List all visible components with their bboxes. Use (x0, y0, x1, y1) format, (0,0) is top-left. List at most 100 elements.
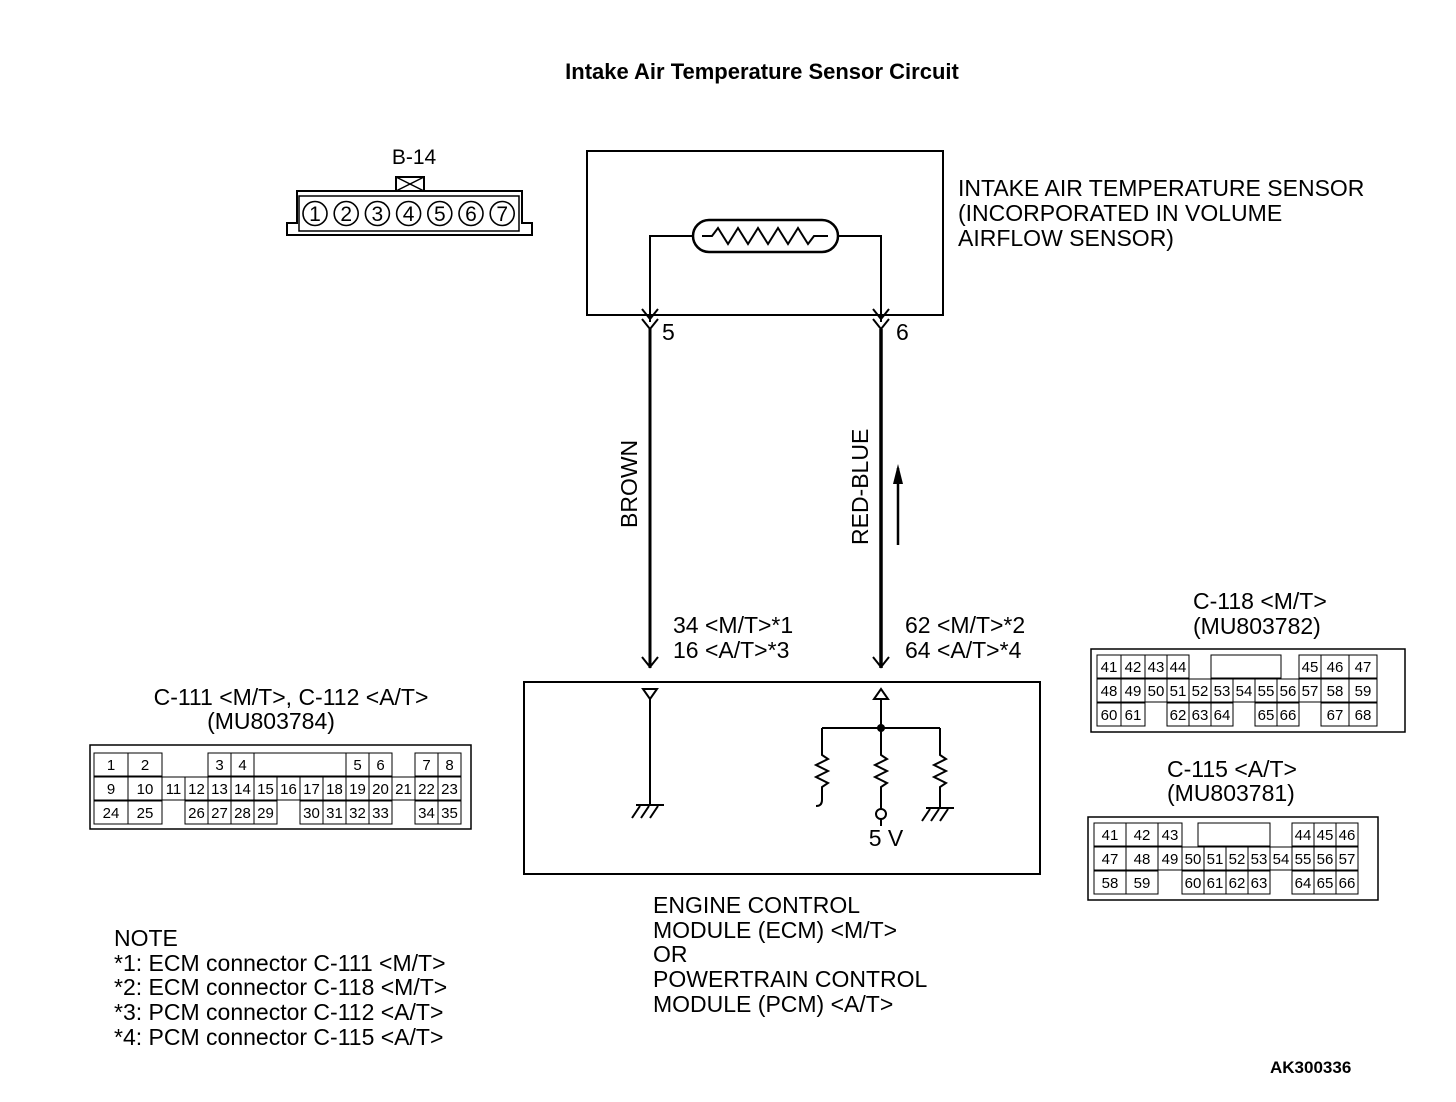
pin-number: 51 (1170, 683, 1187, 700)
pin-number: 6 (376, 757, 384, 774)
pin-number: 14 (234, 781, 251, 798)
pin-number: 34 (418, 805, 435, 822)
pin-cell (1210, 702, 1234, 727)
pin5-arrow-icon (641, 308, 659, 321)
ecm-pin-brown-at: 16 <A/T>*3 (673, 637, 789, 663)
note-line: *2: ECM connector C-118 <M/T> (114, 974, 447, 1000)
pin-number: 28 (234, 805, 251, 822)
resistor-icon (872, 728, 890, 810)
ecm-input-right-icon (872, 687, 890, 700)
pin-number: 44 (1170, 659, 1187, 676)
b14-pin-circle (458, 200, 484, 227)
pin-number: 56 (1317, 851, 1334, 868)
pin-number: 57 (1339, 851, 1356, 868)
pin-cell (127, 752, 163, 777)
pin-number: 4 (238, 757, 246, 774)
pin-number: 46 (1339, 827, 1356, 844)
ecm-label-line: OR (653, 941, 688, 967)
pin-number: 65 (1317, 875, 1334, 892)
brown-wire-label: BROWN (616, 440, 642, 528)
pin-number: 65 (1258, 707, 1275, 724)
ecm-label: ENGINE CONTROL MODULE (ECM) <M/T> OR POW… (653, 892, 928, 1017)
pin-number: 43 (1162, 827, 1179, 844)
pin-cell (368, 800, 393, 825)
sensor-wire-left (649, 235, 693, 322)
pin-number: 2 (141, 757, 149, 774)
pin-number: 58 (1327, 683, 1344, 700)
pin-number: 35 (441, 805, 458, 822)
b14-pin-label: 7 (496, 203, 508, 226)
pin-number: 31 (326, 805, 343, 822)
pin-number: 32 (349, 805, 366, 822)
b14-pin-circle (333, 200, 360, 227)
pin-number: 63 (1192, 707, 1209, 724)
connector-housing (1087, 816, 1379, 901)
signal-direction-arrow-icon (893, 464, 903, 545)
pin-number: 26 (188, 805, 205, 822)
pin-cell (1348, 678, 1378, 703)
pin-number: 52 (1192, 683, 1209, 700)
ecm-pin-brown-mt: 34 <M/T>*1 (673, 612, 793, 638)
pin-cell (437, 800, 462, 825)
pin-number: 68 (1355, 707, 1372, 724)
pin-cell (1166, 654, 1190, 679)
pin-number: 51 (1207, 851, 1224, 868)
pin-cell (368, 752, 393, 777)
pin-number: 57 (1302, 683, 1319, 700)
supply-terminal-icon (875, 808, 887, 826)
pin-number: 21 (395, 781, 412, 798)
connector-title: C-115 <A/T> (1167, 756, 1297, 782)
ground-icon (631, 804, 664, 819)
pin-number: 29 (257, 805, 274, 822)
pin-number: 11 (166, 781, 182, 798)
pin-cell (1157, 822, 1183, 847)
pin-cell (1125, 870, 1159, 895)
pin-number: 48 (1134, 851, 1151, 868)
pin-number: 44 (1295, 827, 1312, 844)
pin-cell (437, 752, 462, 777)
pin-number: 56 (1280, 683, 1297, 700)
b14-latch-icon (395, 176, 425, 192)
pin-number: 60 (1101, 707, 1118, 724)
keying-slot (1210, 654, 1282, 679)
pin-number: 30 (303, 805, 320, 822)
sensor-label-line: INTAKE AIR TEMPERATURE SENSOR (958, 175, 1364, 201)
connector-title: C-111 <M/T>, C-112 <A/T> (154, 684, 429, 710)
pin-cell (1276, 702, 1300, 727)
note-line: *1: ECM connector C-111 <M/T> (114, 950, 446, 976)
brown-wire-arrow-icon (641, 656, 659, 669)
pin-cell (437, 776, 462, 801)
b14-pin-label: 2 (340, 203, 352, 226)
connector-housing (89, 744, 472, 830)
ecm-label-line: MODULE (PCM) <A/T> (653, 991, 893, 1017)
pin-number: 55 (1258, 683, 1275, 700)
pin-number: 42 (1134, 827, 1151, 844)
pin-number: 5 (353, 757, 361, 774)
b14-pin-circle (426, 200, 453, 227)
pin-number: 62 (1229, 875, 1246, 892)
connector-part-number: (MU803782) (1193, 613, 1321, 639)
pin-number: 9 (107, 781, 115, 798)
pin-number: 54 (1273, 851, 1290, 868)
ecm-box (523, 681, 1041, 875)
sensor-box (586, 150, 944, 316)
pin-number: 67 (1327, 707, 1344, 724)
pin-number: 47 (1355, 659, 1372, 676)
pin-cell (1335, 870, 1359, 895)
pin-number: 23 (441, 781, 458, 798)
b14-housing (286, 190, 533, 236)
pin-number: 45 (1317, 827, 1334, 844)
pin-number: 50 (1148, 683, 1165, 700)
pin-number: 22 (418, 781, 435, 798)
pin-number: 25 (137, 805, 154, 822)
b14-pin-label: 3 (372, 203, 384, 226)
pin-number: 59 (1355, 683, 1372, 700)
pin-number: 62 (1170, 707, 1187, 724)
pin-number: 13 (211, 781, 228, 798)
pin-number: 52 (1229, 851, 1246, 868)
